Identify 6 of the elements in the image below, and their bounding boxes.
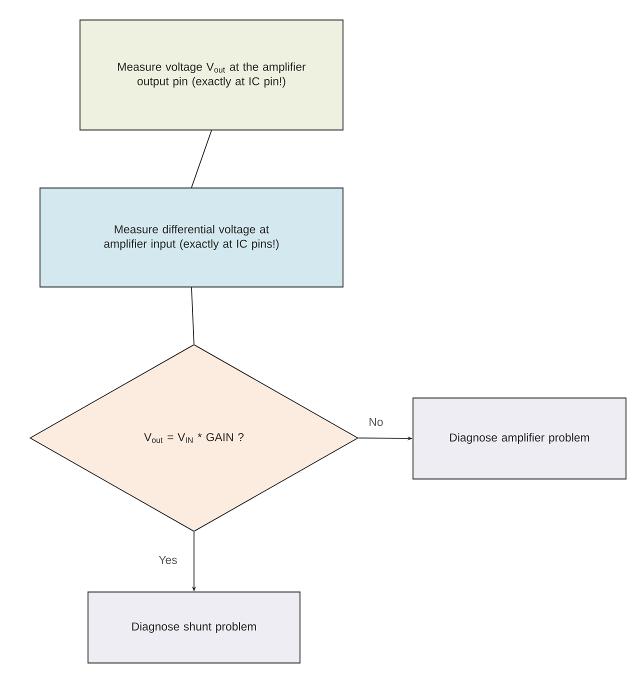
edge-label: No: [370, 418, 383, 426]
process-box: Measure voltage V$_{out}$ at the amplifier output pin (exactly at IC pin!): [80, 20, 344, 130]
process-box: Measure differential voltage at amplifier input (exactly at IC pins!): [40, 188, 344, 288]
process-box: Diagnose amplifier problem: [412, 398, 626, 480]
process-box: Diagnose shunt problem: [88, 592, 300, 664]
edge-label: Yes: [158, 556, 177, 564]
